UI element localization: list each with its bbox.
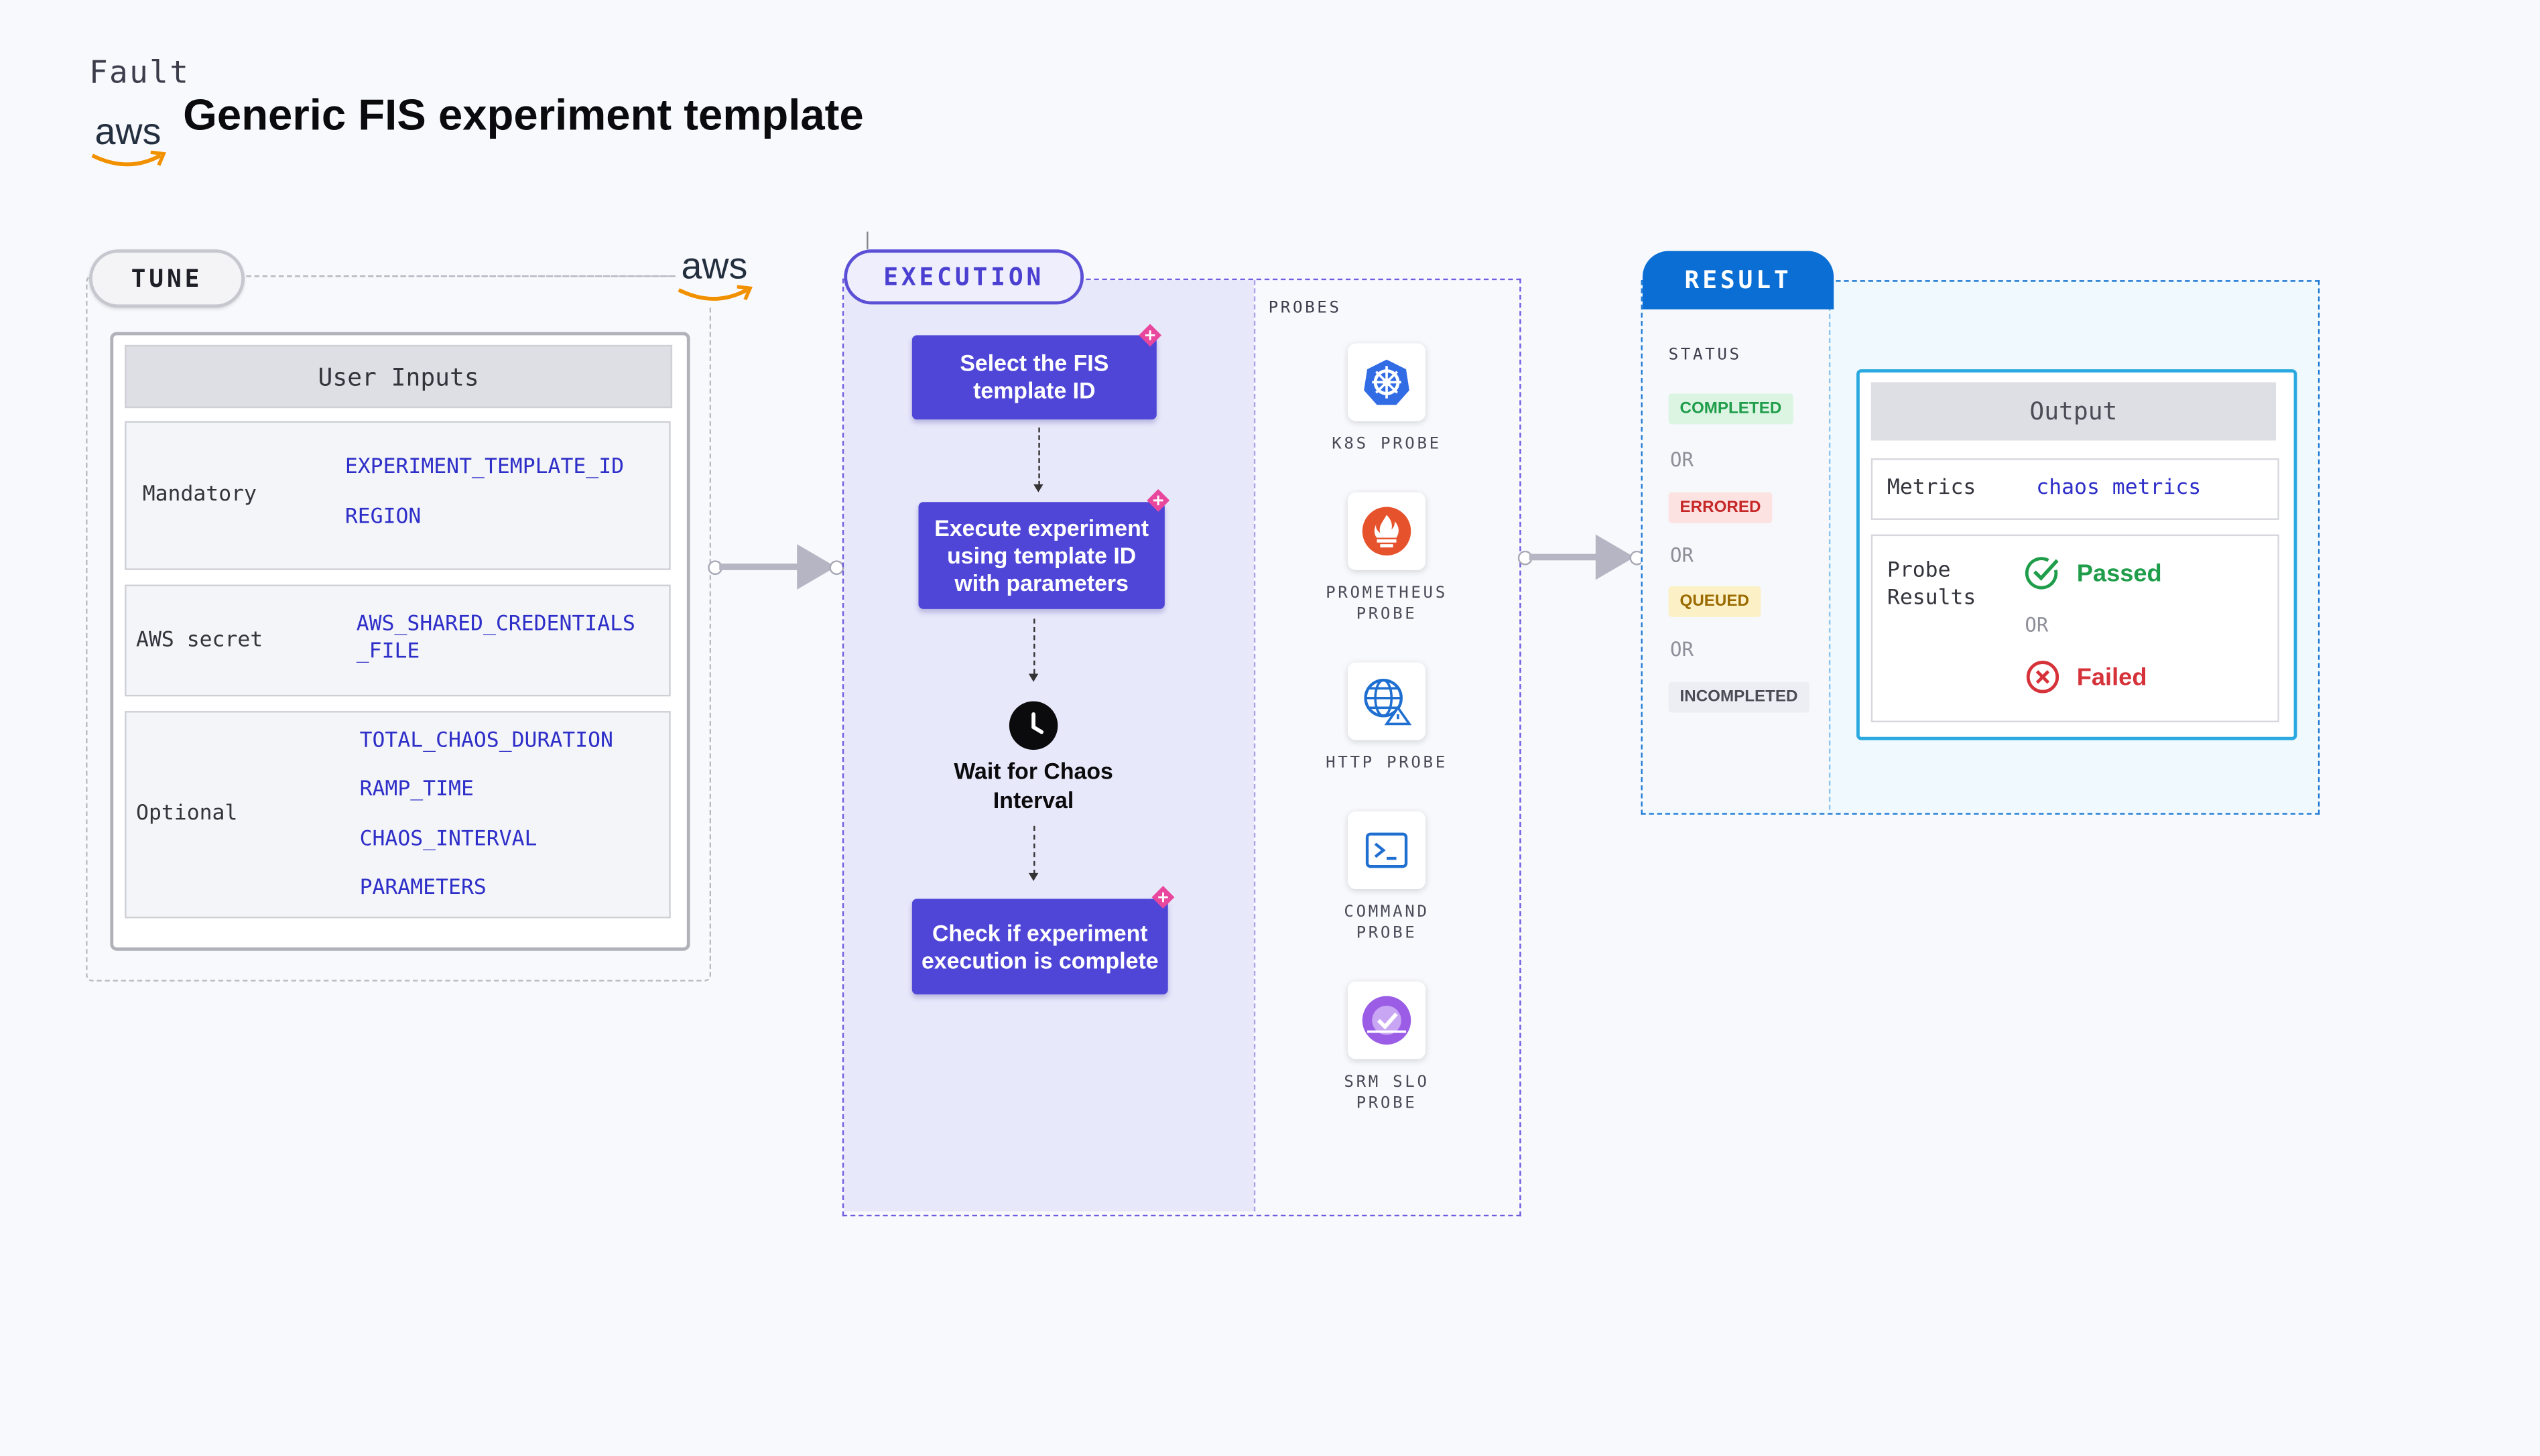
aws-smile-icon (91, 150, 166, 167)
probe-label-prometheus: PROMETHEUS PROBE (1326, 584, 1448, 624)
flow-line (1033, 618, 1035, 674)
fault-label: Fault (88, 55, 190, 91)
or-text: OR (1670, 448, 1694, 472)
step-check-completion: Check if experiment execution is complet… (911, 899, 1168, 995)
step-select-template: Select the FIS template ID (911, 335, 1157, 420)
param-aws-shared-credentials-file: _FILE (356, 639, 420, 665)
param-chaos-interval: CHAOS_INTERVAL (359, 828, 537, 852)
result-divider (1828, 281, 1831, 810)
chaos-badge-icon (1147, 488, 1170, 512)
clock-icon (1009, 701, 1058, 750)
probe-results-label: Probe Results (1887, 558, 1976, 611)
optional-group (125, 711, 671, 919)
execution-divider (1253, 280, 1256, 1211)
status-area (1642, 281, 1829, 810)
param-ramp-time: RAMP_TIME (359, 777, 474, 802)
aws-logo: aws (89, 113, 167, 170)
check-circle-icon (2025, 557, 2059, 590)
mandatory-label: Mandatory (142, 482, 257, 507)
mandatory-group (125, 421, 671, 570)
step-wait-chaos-interval: Wait for Chaos Interval (954, 758, 1113, 813)
step-execute-experiment: Execute experiment using template ID wit… (918, 502, 1165, 609)
probe-failed: Failed (2076, 664, 2147, 692)
aws-logo-text: aws (94, 110, 162, 153)
param-total-chaos-duration: TOTAL_CHAOS_DURATION (359, 728, 613, 753)
chaos-badge-icon (1151, 886, 1175, 909)
probes-title: PROBES (1268, 300, 1342, 318)
aws-secret-label: AWS secret (136, 628, 263, 653)
probe-label-http: HTTP PROBE (1326, 754, 1448, 773)
execution-tick (867, 231, 869, 250)
probe-label-command: COMMAND PROBE (1344, 903, 1430, 943)
param-experiment-template-id: EXPERIMENT_TEMPLATE_ID (344, 455, 625, 480)
terminal-icon (1348, 811, 1426, 889)
tune-pill: TUNE (88, 249, 245, 308)
tune-top-divider (238, 275, 676, 277)
probe-results-row (1870, 534, 2279, 723)
metrics-label: Metrics (1887, 476, 1976, 501)
arrow-head-icon (1595, 534, 1635, 580)
prometheus-icon (1348, 492, 1426, 570)
execution-steps-area (844, 280, 1254, 1211)
status-completed: COMPLETED (1668, 393, 1793, 425)
probe-passed: Passed (2076, 560, 2162, 588)
status-queued: QUEUED (1668, 586, 1761, 617)
param-aws-shared-credentials: AWS_SHARED_CREDENTIALS (356, 612, 635, 637)
metrics-value: chaos metrics (2036, 476, 2202, 501)
tune-aws-logo-text: aws (681, 244, 748, 287)
arrow-execution-to-result (1529, 553, 1601, 561)
execution-section (842, 278, 1521, 1217)
execution-pill: EXECUTION (844, 249, 1084, 305)
flow-arrow-icon (1028, 673, 1039, 682)
globe-icon (1348, 662, 1426, 740)
page-title: Generic FIS experiment template (183, 90, 864, 139)
x-circle-icon (2026, 661, 2059, 693)
status-errored: ERRORED (1668, 492, 1773, 523)
param-parameters: PARAMETERS (359, 876, 487, 901)
or-text: OR (1670, 544, 1694, 567)
or-text: OR (1670, 638, 1694, 661)
flow-arrow-icon (1033, 484, 1043, 492)
output-title: Output (1870, 382, 2277, 441)
user-inputs-title: User Inputs (125, 344, 673, 409)
chaos-badge-icon (1139, 324, 1162, 347)
probe-label-k8s: K8S PROBE (1332, 436, 1442, 454)
slo-icon (1348, 981, 1426, 1059)
tune-aws-logo: aws (675, 244, 753, 305)
flow-line (1038, 427, 1040, 486)
metrics-row (1870, 458, 2279, 520)
or-text: OR (2025, 614, 2049, 637)
status-incompleted: INCOMPLETED (1668, 681, 1809, 713)
kubernetes-icon (1348, 343, 1426, 421)
arrow-tune-to-execution (719, 564, 801, 570)
probe-label-srm-slo: SRM SLO PROBE (1344, 1073, 1430, 1113)
aws-smile-icon (678, 285, 753, 301)
result-pill: RESULT (1642, 251, 1834, 310)
flow-arrow-icon (1028, 872, 1039, 881)
flow-line (1033, 825, 1035, 875)
param-region: REGION (344, 505, 422, 530)
status-title: STATUS (1668, 346, 1742, 365)
aws-secret-group (125, 584, 671, 697)
optional-label: Optional (136, 801, 238, 826)
